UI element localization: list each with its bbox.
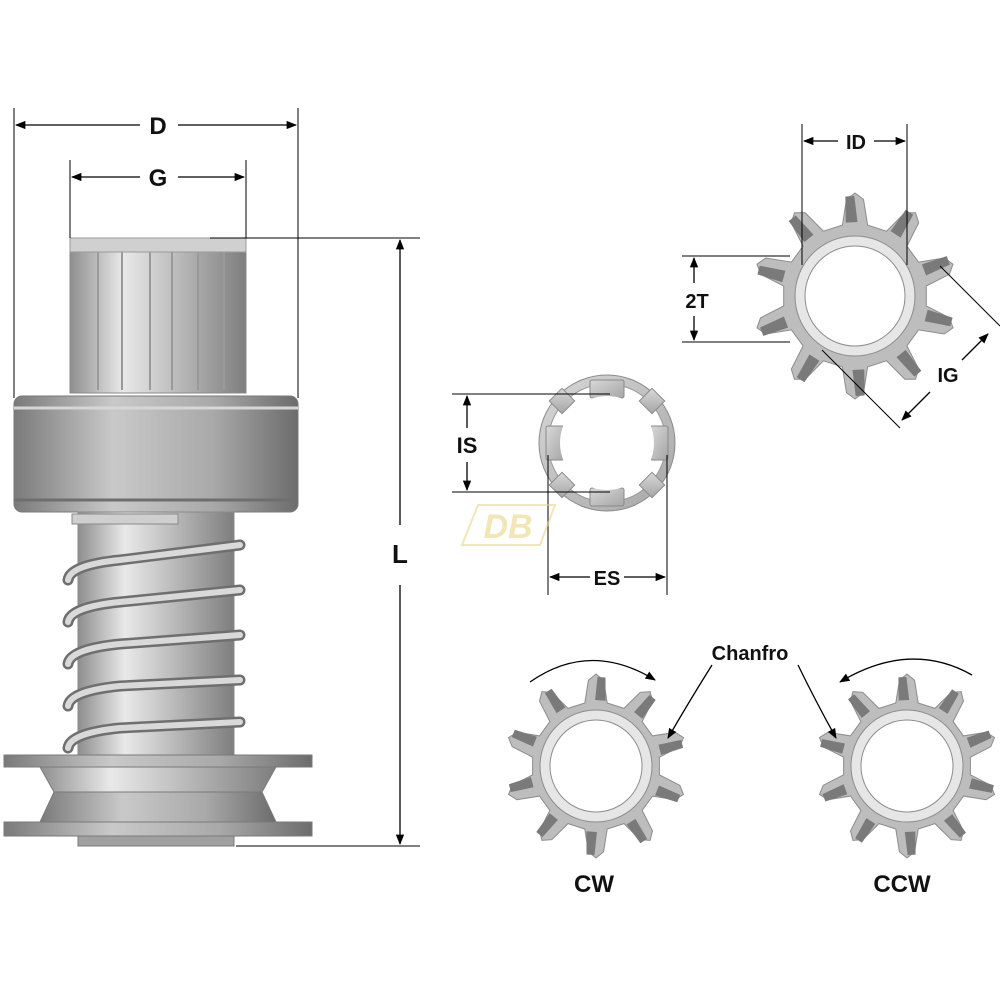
label-ig: IG (937, 365, 958, 387)
label-is: IS (457, 433, 478, 458)
tooth-chamfer (658, 739, 684, 755)
tooth-chamfer (544, 688, 566, 714)
collar (13, 395, 299, 513)
tooth-chamfer (890, 209, 914, 238)
tooth-chamfer (655, 785, 681, 803)
bottom-flange (3, 754, 313, 847)
tooth-chamfer (760, 316, 789, 336)
gear-bore (804, 245, 906, 347)
tooth-chamfer (848, 694, 870, 718)
db-logo-watermark: DB (460, 504, 557, 546)
tooth-chamfer (969, 778, 994, 793)
label-d: D (149, 113, 166, 140)
label-g: G (149, 165, 168, 192)
label-cw: CW (574, 871, 614, 898)
label-2t: 2T (685, 291, 708, 313)
label-l: L (392, 539, 408, 569)
tooth-chamfer (966, 730, 992, 748)
tooth-chamfer (845, 196, 858, 223)
gear-bore (860, 719, 954, 813)
spring-coils (62, 539, 246, 754)
dimension-2t: 2T (682, 255, 790, 343)
dimension-g: G (69, 160, 247, 238)
tooth-chamfer (938, 689, 959, 714)
tooth-chamfer (788, 215, 814, 243)
gear-top-view (756, 192, 954, 400)
starter-drive-body (3, 237, 313, 847)
tooth-chamfer (536, 813, 558, 838)
label-chanfro: Chanfro (712, 643, 789, 665)
tooth-chamfer (757, 265, 786, 283)
tooth-chamfer (921, 256, 950, 276)
tooth-chamfer (595, 677, 606, 701)
tooth-chamfer (924, 309, 953, 327)
tooth-chamfer (896, 349, 922, 377)
tooth-chamfer (898, 677, 910, 701)
tooth-chamfer (634, 694, 656, 719)
cw-rotation-arrow (529, 659, 656, 683)
tooth-chamfer (586, 831, 597, 855)
tooth-chamfer (511, 729, 537, 747)
tooth-chamfer (855, 818, 876, 843)
dimension-ig: IG (821, 265, 1000, 429)
svg-text:DB: DB (483, 508, 532, 546)
pinion-splines (97, 242, 225, 390)
dimension-d: D (13, 108, 299, 398)
tooth-chamfer (822, 784, 848, 802)
ccw-rotation-arrow (839, 658, 973, 683)
label-es: ES (594, 568, 621, 590)
label-id: ID (846, 132, 866, 154)
tooth-chamfer (820, 739, 845, 754)
gear-cw (507, 673, 685, 859)
pinion-head (69, 237, 247, 394)
tooth-chamfer (904, 831, 916, 855)
tooth-chamfer (796, 354, 820, 383)
dimension-id: ID (801, 124, 908, 265)
tooth-chamfer (626, 818, 648, 844)
spline-ring (538, 374, 676, 512)
label-ccw: CCW (873, 871, 931, 898)
gear-bore (549, 719, 643, 813)
tooth-chamfer (508, 777, 534, 793)
dimension-es: ES (547, 455, 668, 595)
tooth-chamfer (944, 814, 966, 838)
dimension-l: L (210, 237, 420, 847)
gear-ccw (818, 673, 996, 859)
chanfro-callout: Chanfro (667, 643, 837, 739)
dimension-is: IS (452, 393, 610, 493)
